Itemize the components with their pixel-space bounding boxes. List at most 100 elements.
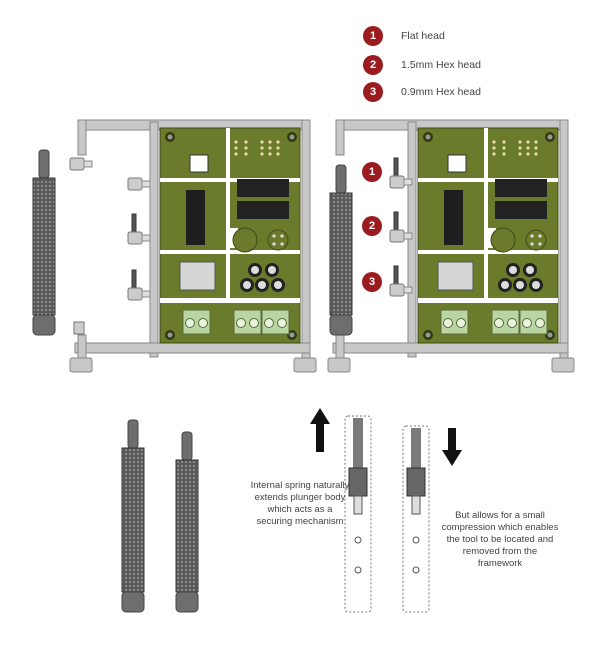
hex-0-9-tool-shaft [131,269,137,291]
pcb-cutout [484,128,488,298]
round-pad [490,227,516,253]
header-pin [534,152,538,156]
hex-1-5-tool-thread [141,234,151,242]
header-pin [268,152,272,156]
frame-foot-right [551,357,575,373]
spring [353,495,363,515]
header-pin [492,140,496,144]
terminal-screw [522,318,532,328]
header-pin [526,152,530,156]
terminal-screw [277,318,287,328]
pcb-cutout [226,128,230,298]
frame-bottom-bar [332,342,569,354]
legend-label: Flat head [401,30,445,42]
header-pin [276,140,280,144]
arrow-up-icon [310,408,330,452]
header-pin [244,152,248,156]
mount-screw [167,332,173,338]
hex-0-9-tool-thread [141,290,151,298]
ic-chip [237,179,289,197]
pcb-cutout [160,298,300,303]
legend-marker: 3 [363,82,383,102]
header-pin [276,146,280,150]
plunger-body [406,467,426,497]
pin-hole [354,536,362,544]
header-pin [518,146,522,150]
callout-marker-2: 2 [362,216,382,236]
terminal-screw [507,318,517,328]
header-pin [244,140,248,144]
terminal-screw [456,318,466,328]
ic-chip [495,179,547,197]
header-pin [260,152,264,156]
mount-screw [167,134,173,140]
ic-chip [495,201,547,219]
frame-left-lower-post [335,334,345,361]
pad-dot [272,242,276,246]
header-pin [234,146,238,150]
square-component [189,154,209,173]
frame-right-post [301,119,311,361]
legend-marker: 2 [363,55,383,75]
pcb-cutout [418,298,558,303]
spring-extend-note: Internal spring naturally extends plunge… [250,480,350,527]
pin-hole [412,536,420,544]
flat-head-tool-body [127,177,143,191]
spring [411,495,421,515]
plunger-rod [353,418,363,468]
installed-assembly [327,119,575,373]
pad-dot [280,242,284,246]
plunger-mesh-body [121,447,145,593]
header-pin [268,146,272,150]
installed-flat-head-tool-thread [403,178,413,186]
plunger-end-cap [329,314,353,336]
header-pin [518,140,522,144]
terminal-screw [264,318,274,328]
plunger-mesh-body [175,459,199,593]
installed-hex-1-5-tool-thread [403,232,413,240]
header-pin [534,140,538,144]
terminal-screw [198,318,208,328]
ring-hole [509,266,517,274]
header-pin [518,152,522,156]
header-pin [260,140,264,144]
extended-plunger-section [344,415,372,613]
terminal-screw [249,318,259,328]
legend-label: 0.9mm Hex head [401,86,481,98]
frame-left-post [335,119,345,156]
pad-dot [538,234,542,238]
plunger-mesh-body [32,177,56,316]
hex-0-9-tool-body [127,287,143,301]
frame-inner-post [149,121,159,358]
pad-dot [530,242,534,246]
ring-hole [268,266,276,274]
ring-hole [243,281,251,289]
legend-item-1-5mm-hex: 2 1.5mm Hex head [363,55,481,75]
pin-hole [412,566,420,574]
heatsink [437,261,474,291]
flat-head-tool-thread [141,180,151,188]
installed-hex-1-5-tool-shaft [393,211,399,233]
mount-screw [425,134,431,140]
loose-pin [73,321,85,335]
header-pin [502,146,506,150]
plunger-head [38,149,50,179]
header-pin [492,152,496,156]
header-pin [234,140,238,144]
header-pin [502,152,506,156]
mount-screw [547,332,553,338]
pad-dot [272,234,276,238]
terminal-screw [443,318,453,328]
plunger-rod [411,428,421,468]
callout-marker-3: 3 [362,272,382,292]
installed-hex-0-9-tool-shaft [393,265,399,287]
ring-hole [526,266,534,274]
round-pad-dotted [267,229,289,251]
pad-dot [280,234,284,238]
plunger-end-cap [121,591,145,613]
hex-1-5-tool-shaft [131,213,137,235]
ring-hole [251,266,259,274]
legend-item-0-9mm-hex: 3 0.9mm Hex head [363,82,481,102]
header-pin [502,140,506,144]
